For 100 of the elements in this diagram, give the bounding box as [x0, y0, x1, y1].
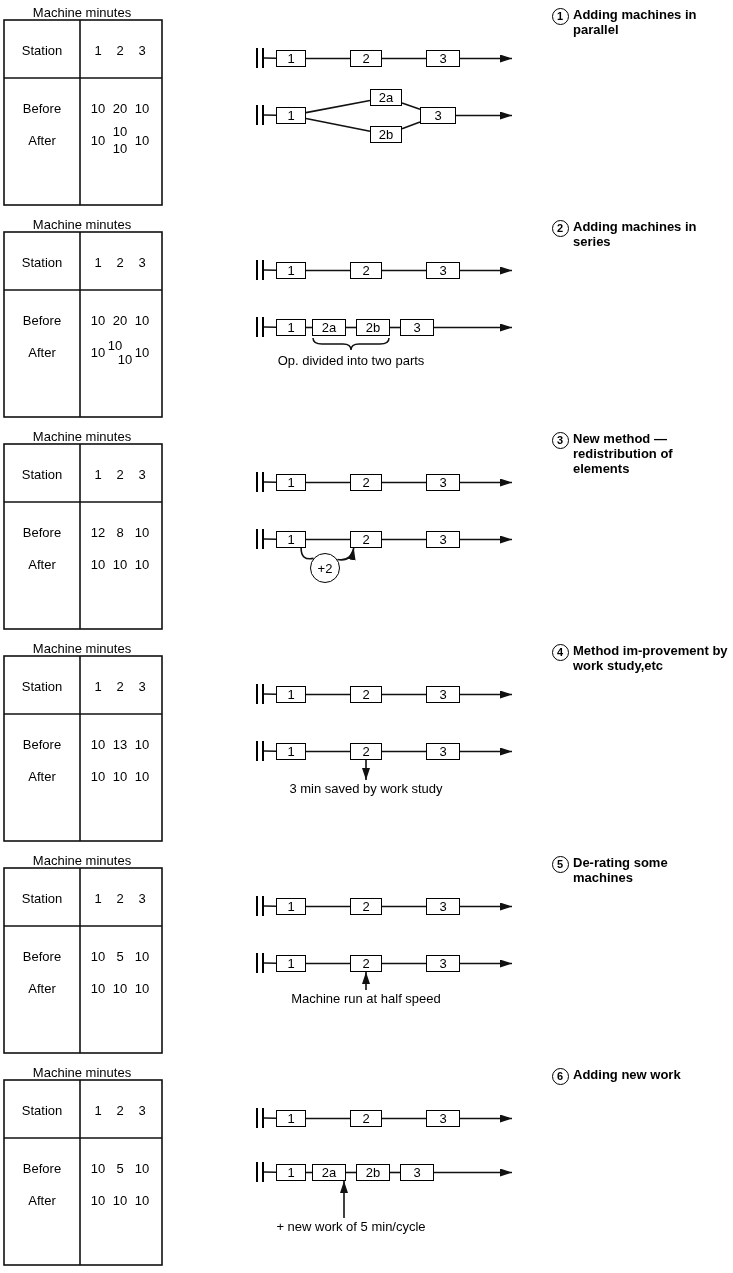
connector-line: [263, 326, 277, 329]
table-value: 10: [90, 769, 106, 783]
station-box: 1: [276, 262, 306, 279]
row-header: Station: [21, 255, 63, 269]
table-value: 10: [134, 1161, 150, 1175]
station-box: 2: [350, 898, 382, 915]
station-box: 1: [276, 319, 306, 336]
connector-line: [305, 99, 371, 114]
section-title: Adding new work: [573, 1067, 682, 1082]
station-box: 2b: [370, 126, 402, 143]
table-value: 10: [112, 557, 128, 571]
station-box: 3: [426, 955, 460, 972]
station-box: 2: [350, 955, 382, 972]
station-box: 1: [276, 107, 306, 124]
table-value: 10: [134, 737, 150, 751]
station-number: 3: [138, 255, 146, 269]
connector-line: [381, 269, 427, 272]
station-number: 1: [94, 891, 102, 905]
station-box: 2: [350, 1110, 382, 1127]
table-heading: Machine minutes: [32, 5, 132, 19]
station-number: 2: [116, 891, 124, 905]
table-value: 10: [134, 101, 150, 115]
note-text: Op. divided into two parts: [277, 353, 425, 367]
station-number: 2: [116, 43, 124, 57]
connector-line: [263, 750, 277, 753]
connector-line: [305, 962, 351, 965]
table-value: 20: [112, 101, 128, 115]
table-value: 10: [112, 124, 128, 138]
row-header: Before: [22, 949, 62, 963]
table-heading: Machine minutes: [32, 217, 132, 231]
table-value: 10: [90, 313, 106, 327]
station-box: 3: [426, 686, 460, 703]
connector-line: [263, 1171, 277, 1174]
connector-line: [305, 481, 351, 484]
arrow: [459, 1114, 513, 1123]
station-number: 3: [138, 467, 146, 481]
note-text: + new work of 5 min/cycle: [256, 1218, 446, 1235]
table-value: 10: [90, 557, 106, 571]
connector-line: [305, 269, 351, 272]
section-title: Method im-provement by work study,etc: [573, 643, 729, 673]
connector-line: [305, 57, 351, 60]
connector-line: [381, 905, 427, 908]
connector-line: [305, 905, 351, 908]
table-heading: Machine minutes: [32, 641, 132, 655]
table-value: 10: [134, 525, 150, 539]
station-box: 1: [276, 1110, 306, 1127]
start-bar: [256, 260, 264, 280]
table-value: 10: [134, 769, 150, 783]
connector-line: [381, 1117, 427, 1120]
table-value: 5: [116, 949, 124, 963]
station-box: 2b: [356, 1164, 390, 1181]
row-header: After: [28, 769, 56, 783]
row-header: Station: [21, 679, 63, 693]
table-value: 10: [90, 737, 106, 751]
start-bar: [256, 48, 264, 68]
row-header: Before: [22, 313, 62, 327]
station-number: 1: [94, 1103, 102, 1117]
station-box: 2: [350, 531, 382, 548]
station-number: 1: [94, 255, 102, 269]
row-header: After: [28, 557, 56, 571]
station-box: 3: [420, 107, 456, 124]
station-box: 2a: [370, 89, 402, 106]
connector-line: [305, 538, 351, 541]
table-value: 10: [134, 133, 150, 147]
connector-line: [381, 750, 427, 753]
connector-line: [381, 57, 427, 60]
table-value: 10: [112, 769, 128, 783]
table-value: 10: [134, 1193, 150, 1207]
start-bar: [256, 105, 264, 125]
connector-line: [381, 962, 427, 965]
table-value: 10: [90, 1161, 106, 1175]
section-title: Adding machines in series: [573, 219, 698, 249]
row-header: After: [28, 133, 56, 147]
station-box: 3: [400, 1164, 434, 1181]
arrow: [459, 959, 513, 968]
table-value: 5: [116, 1161, 124, 1175]
table-value: 10: [90, 101, 106, 115]
note-text: 3 min saved by work study: [276, 780, 456, 797]
arrow: [362, 971, 370, 991]
table-value: 12: [90, 525, 106, 539]
start-bar: [256, 953, 264, 973]
connector-line: [263, 481, 277, 484]
connector-line: [305, 117, 371, 133]
table-heading: Machine minutes: [32, 853, 132, 867]
station-box: 2: [350, 686, 382, 703]
station-number: 2: [116, 255, 124, 269]
connector-line: [381, 693, 427, 696]
station-number: 2: [116, 1103, 124, 1117]
station-box: 1: [276, 898, 306, 915]
table-value: 10: [134, 345, 150, 359]
station-number: 2: [116, 467, 124, 481]
station-box: 2: [350, 50, 382, 67]
row-header: Station: [21, 1103, 63, 1117]
start-bar: [256, 529, 264, 549]
station-number: 1: [94, 679, 102, 693]
station-number: 3: [138, 43, 146, 57]
table-heading: Machine minutes: [32, 429, 132, 443]
station-number: 3: [138, 1103, 146, 1117]
station-box: 3: [426, 474, 460, 491]
arrow: [433, 323, 513, 332]
